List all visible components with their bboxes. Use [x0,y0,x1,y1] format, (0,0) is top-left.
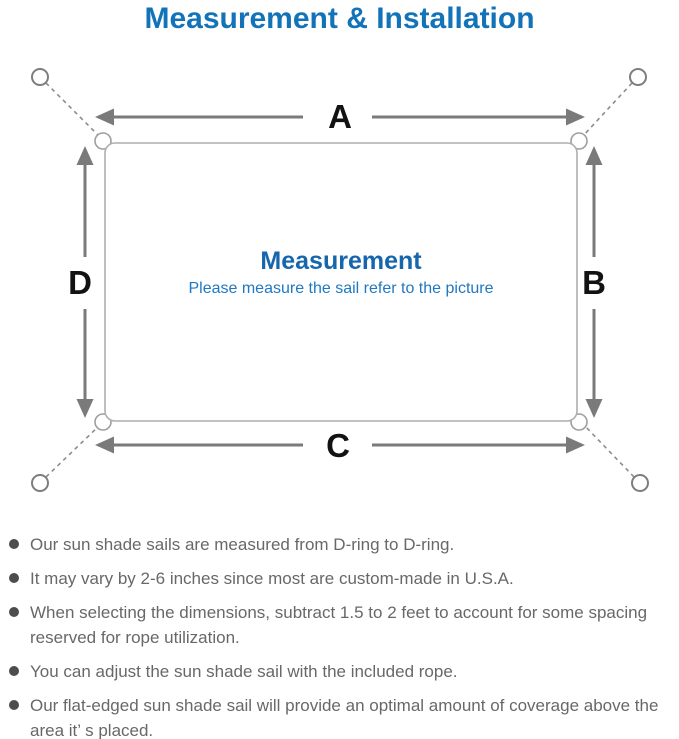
center-subtitle: Please measure the sail refer to the pic… [188,280,493,297]
dimension-label-b: B [582,264,606,301]
bullet-icon [9,607,19,617]
list-item-text: Our sun shade sails are measured from D-… [30,535,455,554]
arrow-b-head-top [585,146,603,165]
list-item: You can adjust the sun shade sail with t… [9,659,671,684]
dimension-label-c: C [326,427,350,464]
list-item-text: It may vary by 2-6 inches since most are… [30,569,514,588]
rope-dashed-line-bottom-left [45,424,101,478]
page-title: Measurement & Installation [144,2,535,35]
bullet-icon [9,700,19,710]
arrow-c-head-right [566,436,585,454]
list-item: It may vary by 2-6 inches since most are… [9,566,671,591]
anchor-point-top-left [31,68,49,86]
center-heading: Measurement [260,247,422,275]
bullet-icon [9,573,19,583]
anchor-point-bottom-right [631,474,649,492]
list-item-text: When selecting the dimensions, subtract … [30,603,648,647]
list-item: Our flat-edged sun shade sail will provi… [9,693,671,739]
arrow-a-head-left [95,108,114,126]
bullet-icon [9,539,19,549]
notes-list: Our sun shade sails are measured from D-… [9,532,671,739]
dimension-label-a: A [328,98,352,135]
list-item: Our sun shade sails are measured from D-… [9,532,671,557]
rope-dashed-line-bottom-right [583,424,635,478]
rope-dashed-line-top-right [581,82,633,138]
rope-dashed-line-top-left [45,82,101,138]
arrow-d-head-top [76,146,94,165]
d-ring-top-right [570,132,588,150]
bullet-icon [9,666,19,676]
anchor-point-top-right [629,68,647,86]
sail-rectangle [104,142,578,422]
dimension-label-d: D [68,264,92,301]
anchor-point-bottom-left [31,474,49,492]
sail-measurement-diagram: A C D B Measurement Please measure the s… [31,68,649,492]
list-item-text: You can adjust the sun shade sail with t… [30,662,458,681]
arrow-c-head-left [95,436,114,454]
list-item: When selecting the dimensions, subtract … [9,600,671,650]
arrow-b-head-bottom [585,399,603,418]
list-item-text: Our flat-edged sun shade sail will provi… [30,696,659,739]
arrow-d-head-bottom [76,399,94,418]
d-ring-top-left [94,132,112,150]
arrow-a-head-right [566,108,585,126]
